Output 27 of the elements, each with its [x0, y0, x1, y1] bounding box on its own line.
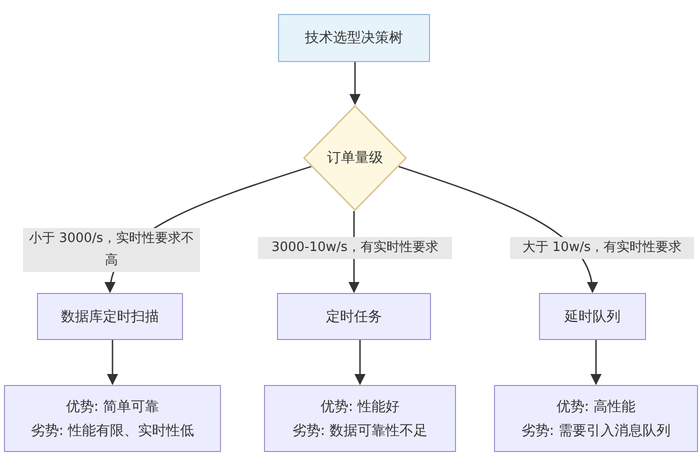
- node-text: 劣势: 数据可靠性不足: [292, 422, 428, 440]
- result-box: [494, 385, 698, 452]
- process-box: [539, 293, 646, 340]
- edge-label: 小于 3000/s，实时性要求不高: [23, 228, 200, 272]
- process-box: [37, 293, 183, 340]
- result-box: [4, 385, 221, 452]
- process-box: [277, 293, 431, 340]
- node-text: 优势: 简单可靠: [66, 398, 160, 416]
- arrow: [590, 340, 602, 386]
- node-text: 劣势: 需要引入消息队列: [521, 422, 671, 440]
- start-box: [278, 14, 430, 62]
- node-text: 延时队列: [564, 308, 620, 326]
- edge-label: 3000-10w/s，有实时性要求: [258, 237, 452, 259]
- edge-label: 大于 10w/s，有实时性要求: [510, 237, 694, 259]
- node-text: 数据库定时扫描: [61, 308, 159, 326]
- arrow: [398, 166, 597, 294]
- decision-diamond: [303, 105, 407, 211]
- arrow: [349, 62, 361, 106]
- arrow: [354, 340, 366, 386]
- node-text: 订单量级: [327, 149, 383, 168]
- arrow: [106, 340, 118, 386]
- node-text: 优势: 性能好: [320, 398, 400, 416]
- result-box: [264, 385, 456, 452]
- node-text: 劣势: 性能有限、实时性低: [30, 422, 194, 440]
- node-text: 定时任务: [326, 308, 382, 326]
- node-text: 优势: 高性能: [556, 398, 636, 416]
- node-text: 技术选型决策树: [305, 29, 403, 48]
